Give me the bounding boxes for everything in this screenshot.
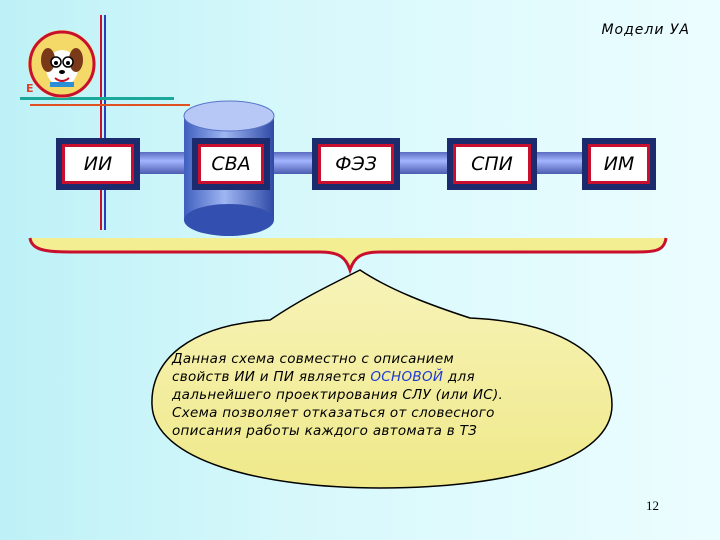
logo-letter: E — [26, 82, 34, 95]
callout-line-2-after: для — [443, 369, 475, 385]
block-ii-label: ИИ — [62, 144, 134, 184]
slide-title: Модели УА — [601, 22, 690, 38]
block-spi: СПИ — [447, 138, 537, 190]
block-im: ИМ — [582, 138, 656, 190]
vertical-blue-line — [104, 15, 106, 230]
callout-line-1: Данная схема совместно с описанием — [172, 351, 454, 367]
callout-line-5: описания работы каждого автомата в ТЗ — [172, 423, 478, 439]
block-spi-label: СПИ — [453, 144, 531, 184]
block-ii: ИИ — [56, 138, 140, 190]
horizontal-red-line — [30, 104, 190, 106]
callout-line-3: дальнейшего проектирования СЛУ (или ИС). — [172, 387, 504, 403]
block-fez: ФЭЗ — [312, 138, 400, 190]
callout-line-4: Схема позволяет отказаться от словесного — [172, 405, 495, 421]
block-sva: СВА — [192, 138, 270, 190]
horizontal-teal-line — [20, 97, 174, 100]
dog-mascot-logo-icon — [28, 30, 96, 98]
block-im-label: ИМ — [588, 144, 650, 184]
vertical-red-line — [100, 15, 102, 230]
callout-text: Данная схема совместно с описанием свойс… — [172, 350, 602, 440]
callout-highlight: ОСНОВОЙ — [370, 369, 444, 385]
block-sva-label: СВА — [198, 144, 264, 184]
block-fez-label: ФЭЗ — [318, 144, 394, 184]
callout-line-2-before: свойств ИИ и ПИ является — [172, 369, 371, 385]
slide-number: 12 — [646, 498, 659, 513]
